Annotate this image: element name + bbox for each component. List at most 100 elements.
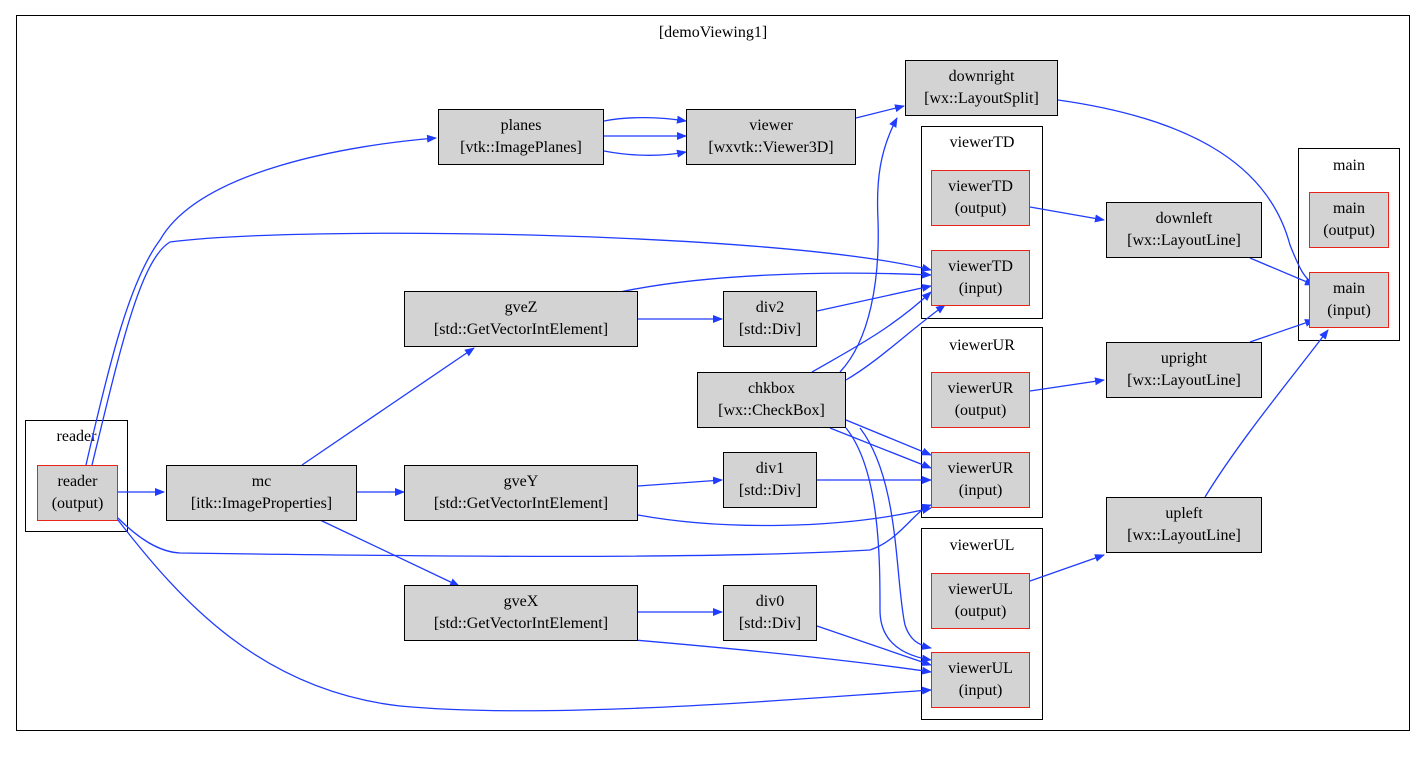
node-gveZ: gveZ [std::GetVectorIntElement] xyxy=(404,291,638,347)
node-label: downleft xyxy=(1155,210,1213,227)
node-sublabel: [std::Div] xyxy=(738,321,802,338)
node-downleft: downleft [wx::LayoutLine] xyxy=(1106,202,1262,258)
edge-downright-main xyxy=(1057,99,1317,286)
edge-chkbox-viewerUR-1 xyxy=(845,419,932,456)
cluster-main: main xyxy=(1298,148,1400,341)
cluster-reader: reader xyxy=(25,420,128,532)
node-label: upleft xyxy=(1165,505,1203,522)
node-sublabel: (input) xyxy=(958,280,1003,297)
node-sublabel: (output) xyxy=(954,402,1007,419)
node-viewerUR-input: viewerUR (input) xyxy=(931,452,1030,508)
edge-chkbox-viewerUL-1 xyxy=(845,427,932,663)
cluster-main-title: main xyxy=(1333,157,1365,174)
node-label: viewerUL xyxy=(948,581,1013,598)
edge-viewerUL-upleft xyxy=(1029,554,1105,582)
node-viewerUR-output: viewerUR (output) xyxy=(931,372,1030,428)
node-label: planes xyxy=(500,117,542,134)
node-label: viewerTD xyxy=(948,258,1013,275)
node-gveY: gveY [std::GetVectorIntElement] xyxy=(404,465,638,521)
node-sublabel: (output) xyxy=(954,200,1007,217)
cluster-reader-title: reader xyxy=(56,428,97,445)
node-sublabel: (output) xyxy=(954,603,1007,620)
node-sublabel: [wx::CheckBox] xyxy=(718,402,825,419)
node-viewerUL-output: viewerUL (output) xyxy=(931,573,1030,629)
node-label: main xyxy=(1333,200,1365,217)
node-sublabel: [wx::LayoutLine] xyxy=(1127,527,1241,544)
node-sublabel: [std::Div] xyxy=(738,482,802,499)
edge-mc-gveX xyxy=(319,519,460,587)
node-label: viewerUR xyxy=(947,460,1014,477)
node-sublabel: (input) xyxy=(958,682,1003,699)
node-div1: div1 [std::Div] xyxy=(723,452,817,508)
node-gveX: gveX [std::GetVectorIntElement] xyxy=(404,585,638,641)
node-sublabel: [std::GetVectorIntElement] xyxy=(433,321,609,338)
node-sublabel: [itk::ImageProperties] xyxy=(190,495,333,512)
cluster-viewerUL: viewerUL xyxy=(921,528,1043,720)
node-main-input: main (input) xyxy=(1309,272,1389,328)
node-label: gveY xyxy=(503,473,539,490)
node-chkbox: chkbox [wx::CheckBox] xyxy=(697,372,846,428)
edge-chkbox-viewerUR-2 xyxy=(829,427,932,469)
node-label: viewerTD xyxy=(948,178,1013,195)
node-sublabel: [std::GetVectorIntElement] xyxy=(433,495,609,512)
node-sublabel: (input) xyxy=(1327,302,1371,319)
node-viewerTD-output: viewerTD (output) xyxy=(931,170,1030,226)
node-downright: downright [wx::LayoutSplit] xyxy=(905,60,1058,116)
edge-chkbox-downright xyxy=(839,117,898,373)
node-main-output: main (output) xyxy=(1309,192,1389,248)
edge-gveZ-viewerTD xyxy=(619,270,932,293)
edge-gveY-viewerUR xyxy=(637,506,932,527)
edge-planes-viewer-3 xyxy=(603,149,687,158)
node-viewerUL-input: viewerUL (input) xyxy=(931,652,1030,708)
node-label: viewerUR xyxy=(947,380,1014,397)
node-label: mc xyxy=(251,473,272,490)
node-sublabel: [wx::LayoutLine] xyxy=(1127,372,1241,389)
edge-reader-viewerUL xyxy=(117,519,932,712)
cluster-viewerUL-title: viewerUL xyxy=(949,537,1015,554)
edge-reader-viewerUR xyxy=(117,503,932,558)
node-upright: upright [wx::LayoutLine] xyxy=(1106,342,1262,398)
edge-upright-main xyxy=(1249,319,1315,343)
edge-chkbox-viewerTD-2 xyxy=(845,304,946,381)
edge-gveY-div1 xyxy=(637,476,723,487)
edge-reader-planes xyxy=(85,134,437,466)
node-label: div2 xyxy=(755,299,785,316)
node-div2: div2 [std::Div] xyxy=(723,291,817,347)
node-label: reader xyxy=(57,473,98,490)
node-div0: div0 [std::Div] xyxy=(723,585,817,641)
node-sublabel: [vtk::ImagePlanes] xyxy=(460,139,582,156)
edge-chkbox-viewerTD xyxy=(811,291,932,373)
node-label: viewerUL xyxy=(948,660,1013,677)
edge-upleft-main xyxy=(1204,329,1329,498)
graph-title: [demoViewing1] xyxy=(658,24,768,41)
cluster-viewerTD-title: viewerTD xyxy=(949,134,1015,151)
node-label: div0 xyxy=(755,593,785,610)
node-mc: mc [itk::ImageProperties] xyxy=(166,465,357,521)
node-sublabel: [std::Div] xyxy=(738,615,802,632)
node-sublabel: [wx::LayoutSplit] xyxy=(924,90,1039,107)
node-planes: planes [vtk::ImagePlanes] xyxy=(438,109,604,165)
node-label: gveZ xyxy=(504,299,538,316)
graph-frame: [demoViewing1] xyxy=(16,15,1410,731)
edge-gveX-viewerUL xyxy=(633,639,932,675)
node-viewerTD-input: viewerTD (input) xyxy=(931,250,1030,306)
edge-div2-viewerTD xyxy=(816,284,932,312)
node-sublabel: [std::GetVectorIntElement] xyxy=(433,615,609,632)
node-upleft: upleft [wx::LayoutLine] xyxy=(1106,497,1262,553)
node-sublabel: [wxvtk::Viewer3D] xyxy=(708,139,834,156)
edge-viewerTD-downleft xyxy=(1029,206,1105,223)
edge-reader-viewerTD xyxy=(91,232,932,466)
node-viewer: viewer [wxvtk::Viewer3D] xyxy=(686,109,856,165)
edge-div0-viewerUL xyxy=(816,625,932,666)
cluster-viewerUR: viewerUR xyxy=(921,327,1043,518)
node-sublabel: (input) xyxy=(958,482,1003,499)
cluster-viewerTD: viewerTD xyxy=(921,126,1043,319)
node-reader-output: reader (output) xyxy=(37,465,118,521)
cluster-viewerUR-title: viewerUR xyxy=(949,337,1015,354)
edge-mc-gveZ xyxy=(301,347,475,466)
node-label: main xyxy=(1333,280,1365,297)
edge-chkbox-viewerUL-2 xyxy=(859,427,932,650)
node-label: upright xyxy=(1160,350,1208,367)
